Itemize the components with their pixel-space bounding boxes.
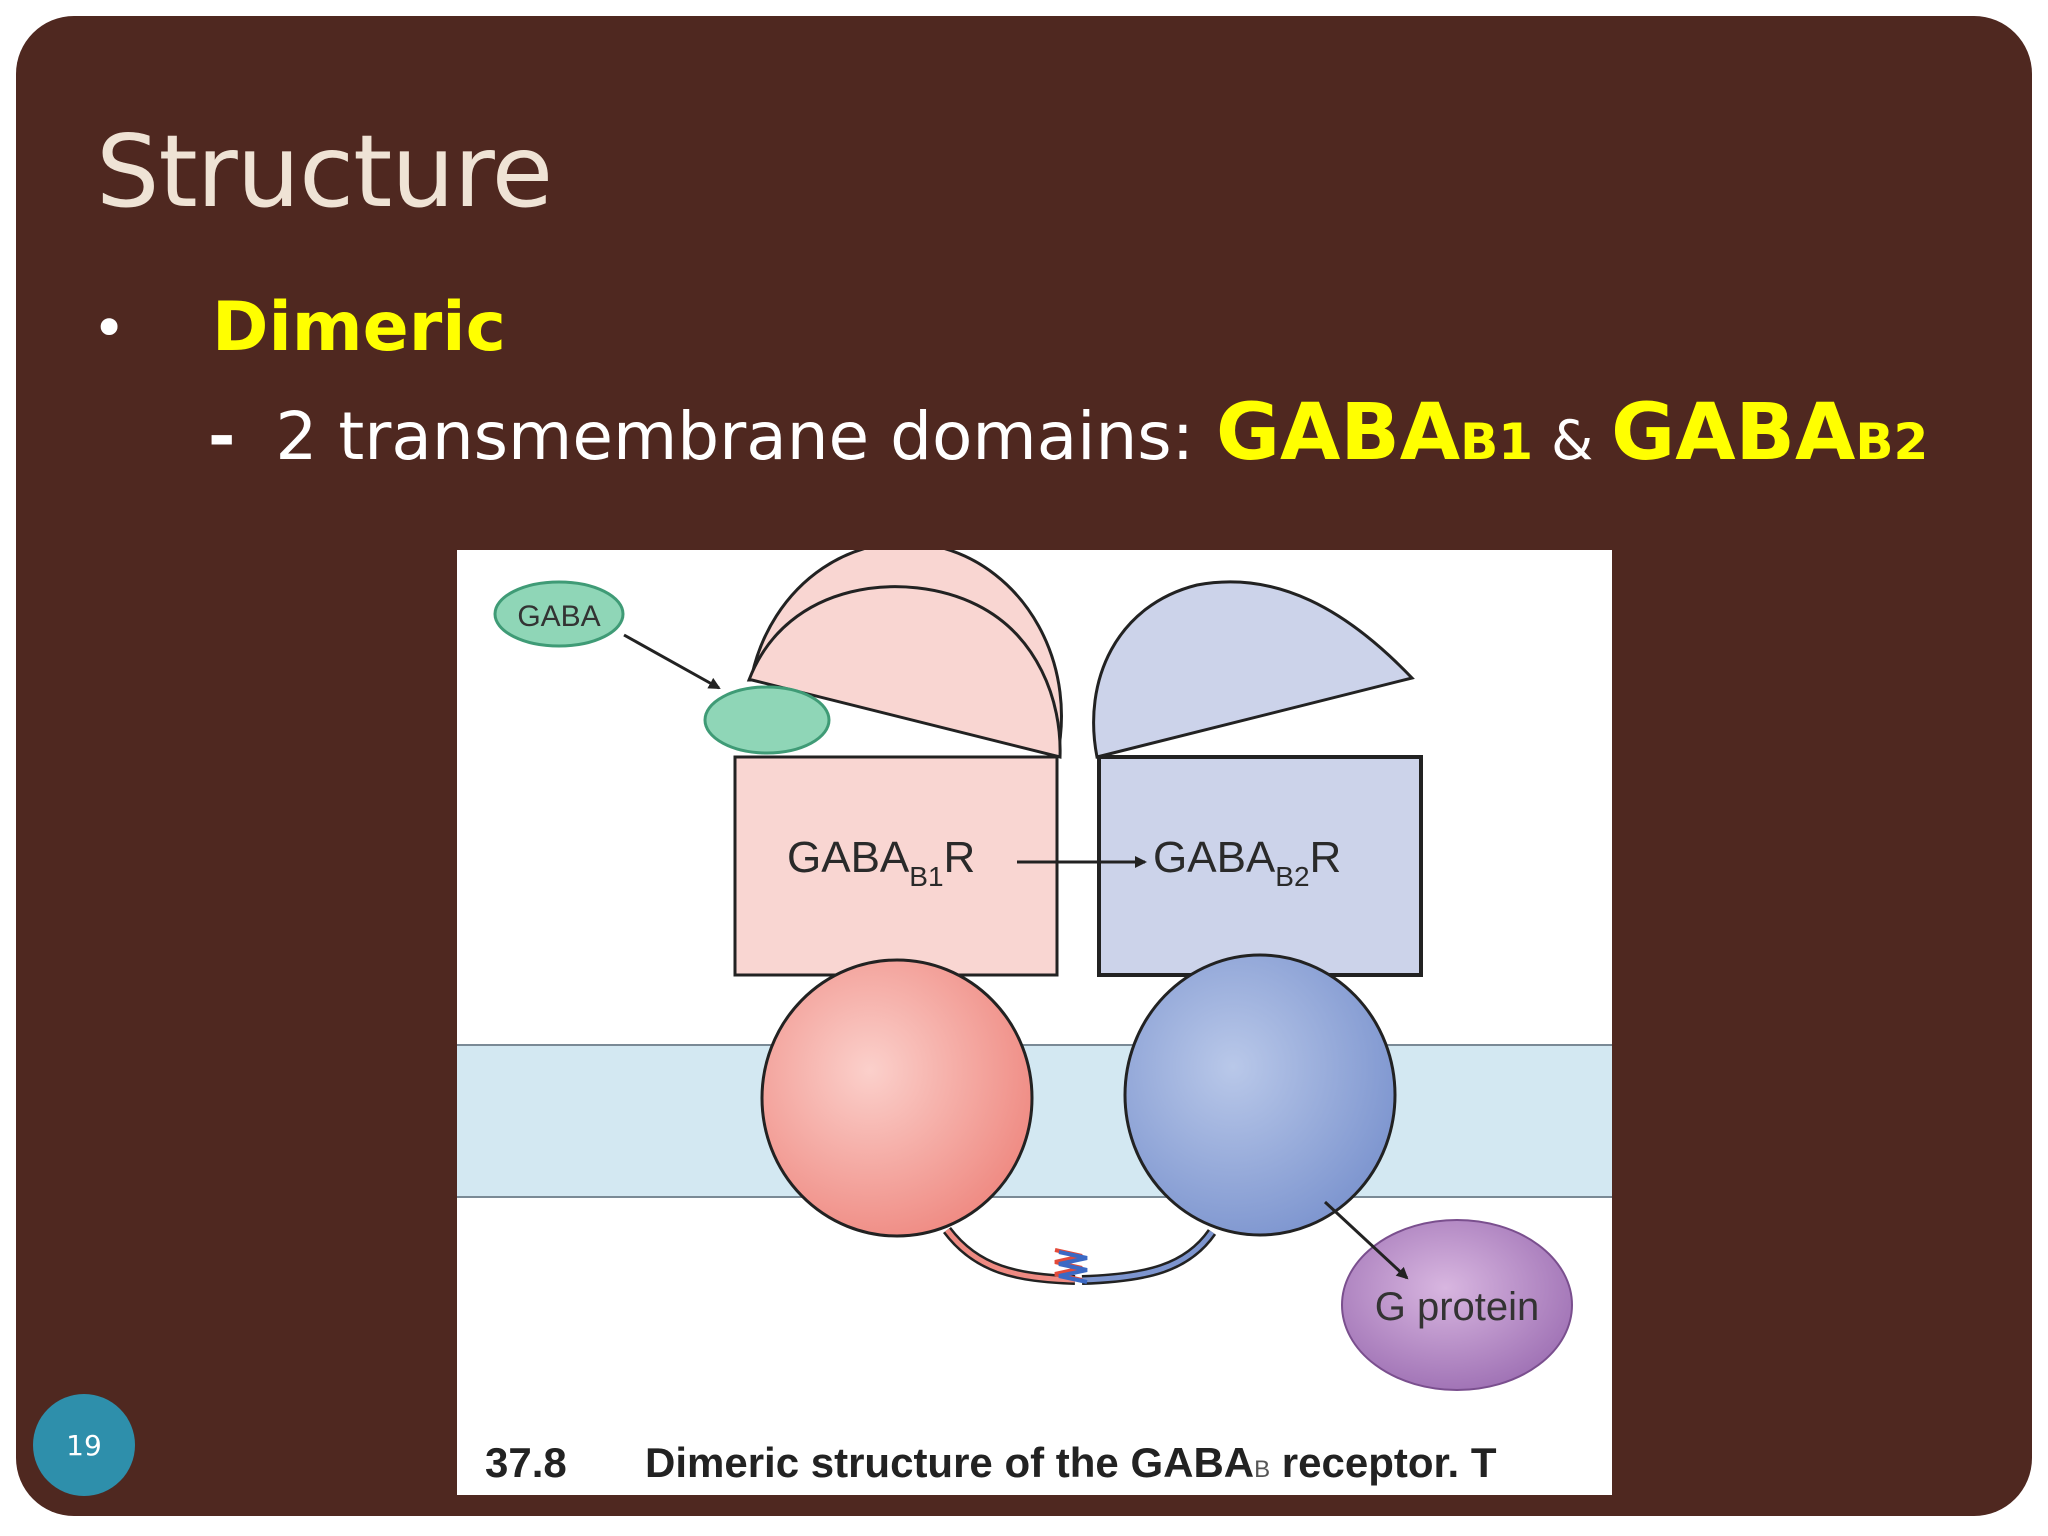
gaba-binding-arrow	[623, 633, 721, 690]
gaba-b2-name: GABA	[1611, 388, 1856, 478]
g-protein	[1341, 1219, 1573, 1391]
gaba-b1-receptor-label: GABAB1R	[787, 833, 975, 892]
bullet-icon: •	[92, 294, 127, 362]
b1-upper-lobe-outline	[746, 585, 1062, 759]
gaba-b2-subscript: B2	[1855, 413, 1929, 471]
ampersand: &	[1551, 409, 1594, 472]
coiled-coil-blue	[1058, 1250, 1088, 1284]
g-protein-arrow	[1323, 1200, 1409, 1280]
sub-bullet-dash: -	[208, 398, 236, 475]
gaba-b1-subscript: B1	[1460, 413, 1534, 471]
b1-c-terminal-tail-fill	[945, 1228, 1076, 1283]
gaba-molecule	[493, 580, 625, 648]
figure-caption: 37.8 Dimeric structure of the GABAB rece…	[457, 1438, 1612, 1488]
figure-caption-text: Dimeric structure of the GABAB receptor.…	[645, 1439, 1497, 1486]
b2-transmembrane-domain	[1123, 953, 1397, 1237]
b1-transmembrane-domain	[760, 958, 1034, 1238]
gaba-b1-name: GABA	[1215, 388, 1461, 478]
bullet-text: Dimeric	[212, 288, 506, 367]
gaba-binding-site	[703, 685, 831, 755]
receptor-diagram: GABA GABAB1R GABAB2R G protein	[457, 550, 1612, 1391]
gaba-b2-receptor-label: GABAB2R	[1153, 833, 1341, 892]
b2-c-terminal-tail-fill	[1081, 1230, 1215, 1283]
gaba-b-receptor-figure: GABA GABAB1R GABAB2R G protein 37.8 Dime…	[457, 550, 1612, 1495]
slide-title: Structure	[96, 113, 553, 230]
g-protein-label: G protein	[1375, 1285, 1540, 1329]
sub-bullet-text: 2 transmembrane domains:	[275, 398, 1194, 475]
gaba-b2-receptor-box	[1097, 755, 1423, 977]
b2-upper-lobe	[1092, 580, 1415, 759]
page-number-badge: 19	[33, 1394, 135, 1496]
figure-number: 37.8	[485, 1439, 567, 1486]
cell-membrane	[457, 1045, 1612, 1197]
gaba-molecule-label: GABA	[517, 600, 600, 633]
gaba-b1-receptor-box	[733, 755, 1059, 977]
bullet-dimeric: • Dimeric	[92, 288, 506, 368]
